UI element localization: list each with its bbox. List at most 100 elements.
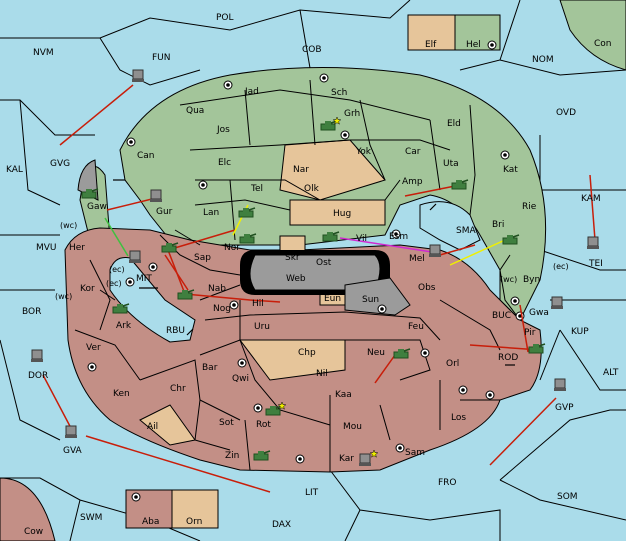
label-fun: FUN [152, 53, 171, 63]
label-sun: Sun [362, 295, 379, 305]
army-unit-ark[interactable] [112, 303, 130, 314]
label-grh: Grh [344, 109, 360, 119]
label-gur: Gur [156, 207, 173, 217]
fleet-hull [31, 349, 43, 360]
label-chp: Chp [298, 348, 316, 358]
label-yok: Yok [355, 147, 372, 157]
label-can: Can [137, 151, 155, 161]
army-unit-vil[interactable] [322, 231, 340, 242]
label-sot: Sot [219, 418, 234, 428]
army-gun [263, 450, 271, 454]
label-rot: Rot [256, 420, 271, 430]
label-sap: Sap [194, 253, 211, 263]
label-tei: TEI [588, 259, 603, 269]
fleet-unit-dor[interactable] [31, 349, 43, 362]
label-nor: Nor [224, 243, 240, 253]
army-unit-zin[interactable] [253, 450, 271, 461]
label-eun: Eun [324, 294, 341, 304]
fleet-hull [132, 69, 144, 80]
label-aba: Aba [142, 517, 159, 527]
fleet-unit-mel[interactable] [429, 244, 441, 257]
army-turret [86, 189, 92, 193]
label-qwi: Qwi [232, 374, 249, 384]
label-coast-wc-2: (wc) [55, 292, 72, 301]
label-kup: KUP [571, 327, 589, 337]
army-turret [166, 243, 172, 247]
army-unit-amp[interactable] [451, 179, 469, 190]
army-unit-grh[interactable] [320, 116, 342, 131]
army-turret [182, 290, 188, 294]
army-unit-pir[interactable] [528, 343, 546, 354]
army-gun [248, 207, 256, 211]
convoy-order [339, 237, 433, 253]
label-rie: Rie [522, 202, 537, 212]
label-neu: Neu [367, 348, 385, 358]
label-mou: Mou [343, 422, 362, 432]
fleet-deck [554, 388, 566, 391]
army-unit-nab[interactable] [177, 289, 195, 300]
fleet-deck [429, 254, 441, 257]
label-mel: Mel [409, 254, 425, 264]
army-turret [243, 208, 249, 212]
label-buc: BUC [492, 311, 511, 321]
label-cow: Cow [24, 527, 43, 537]
label-alt: ALT [603, 368, 619, 378]
fleet-unit-fun[interactable] [132, 69, 144, 82]
label-eld: Eld [447, 119, 461, 129]
label-ver: Ver [86, 343, 101, 353]
army-turret [244, 234, 250, 238]
army-unit-bri[interactable] [502, 234, 520, 245]
sma-sea [419, 201, 481, 251]
units-layer [31, 69, 599, 466]
fleet-deck [587, 246, 599, 249]
label-esm: Esm [389, 232, 408, 242]
army-turret [456, 180, 462, 184]
label-rbu: RBU [166, 326, 185, 336]
label-sch: Sch [331, 88, 347, 98]
army-gun [171, 242, 179, 246]
label-coast-ec-1: (ec) [109, 265, 125, 274]
fleet-unit-gvp[interactable] [554, 378, 566, 391]
fleet-hull [150, 189, 162, 200]
fleet-hull [551, 296, 563, 307]
label-hel: Hel [466, 40, 481, 50]
label-nab: Nab [208, 284, 226, 294]
fleet-unit-kar[interactable] [359, 449, 379, 466]
label-gaw: Gaw [87, 202, 107, 212]
double-arrows [113, 179, 515, 366]
fleet-hull [554, 378, 566, 389]
label-chr: Chr [170, 384, 186, 394]
label-coast-ec-2: (ec) [106, 279, 122, 288]
fleet-unit-gva[interactable] [65, 425, 77, 438]
fleet-hull [359, 453, 371, 464]
label-kam: KAM [581, 194, 601, 204]
fleet-unit-mvu[interactable] [129, 250, 141, 263]
fleet-unit-gur[interactable] [150, 189, 162, 202]
army-gun [538, 343, 546, 347]
label-nar: Nar [293, 165, 309, 175]
label-con: Con [594, 39, 612, 49]
label-dax: DAX [272, 520, 291, 530]
army-unit-neu[interactable] [393, 348, 411, 359]
army-turret [325, 121, 331, 125]
green-line [104, 217, 129, 257]
label-ken: Ken [113, 389, 130, 399]
army-unit-gaw[interactable] [81, 188, 99, 199]
army-turret [117, 304, 123, 308]
army-gun [187, 289, 195, 293]
fleet-deck [132, 79, 144, 82]
label-ost: Ost [316, 258, 332, 268]
army-unit-nor[interactable] [239, 233, 257, 244]
label-som: SOM [557, 492, 578, 502]
fleet-hull [129, 250, 141, 261]
label-nil: Nil [316, 369, 328, 379]
label-olk: Olk [304, 184, 320, 194]
fleet-unit-gwa[interactable] [551, 296, 563, 309]
army-unit-rot[interactable] [265, 401, 287, 416]
fleet-unit-tei[interactable] [587, 236, 599, 249]
army-unit-her[interactable] [161, 242, 179, 253]
army-gun [91, 188, 99, 192]
army-turret [398, 349, 404, 353]
label-bar: Bar [202, 363, 218, 373]
army-unit-lan[interactable] [238, 207, 256, 218]
